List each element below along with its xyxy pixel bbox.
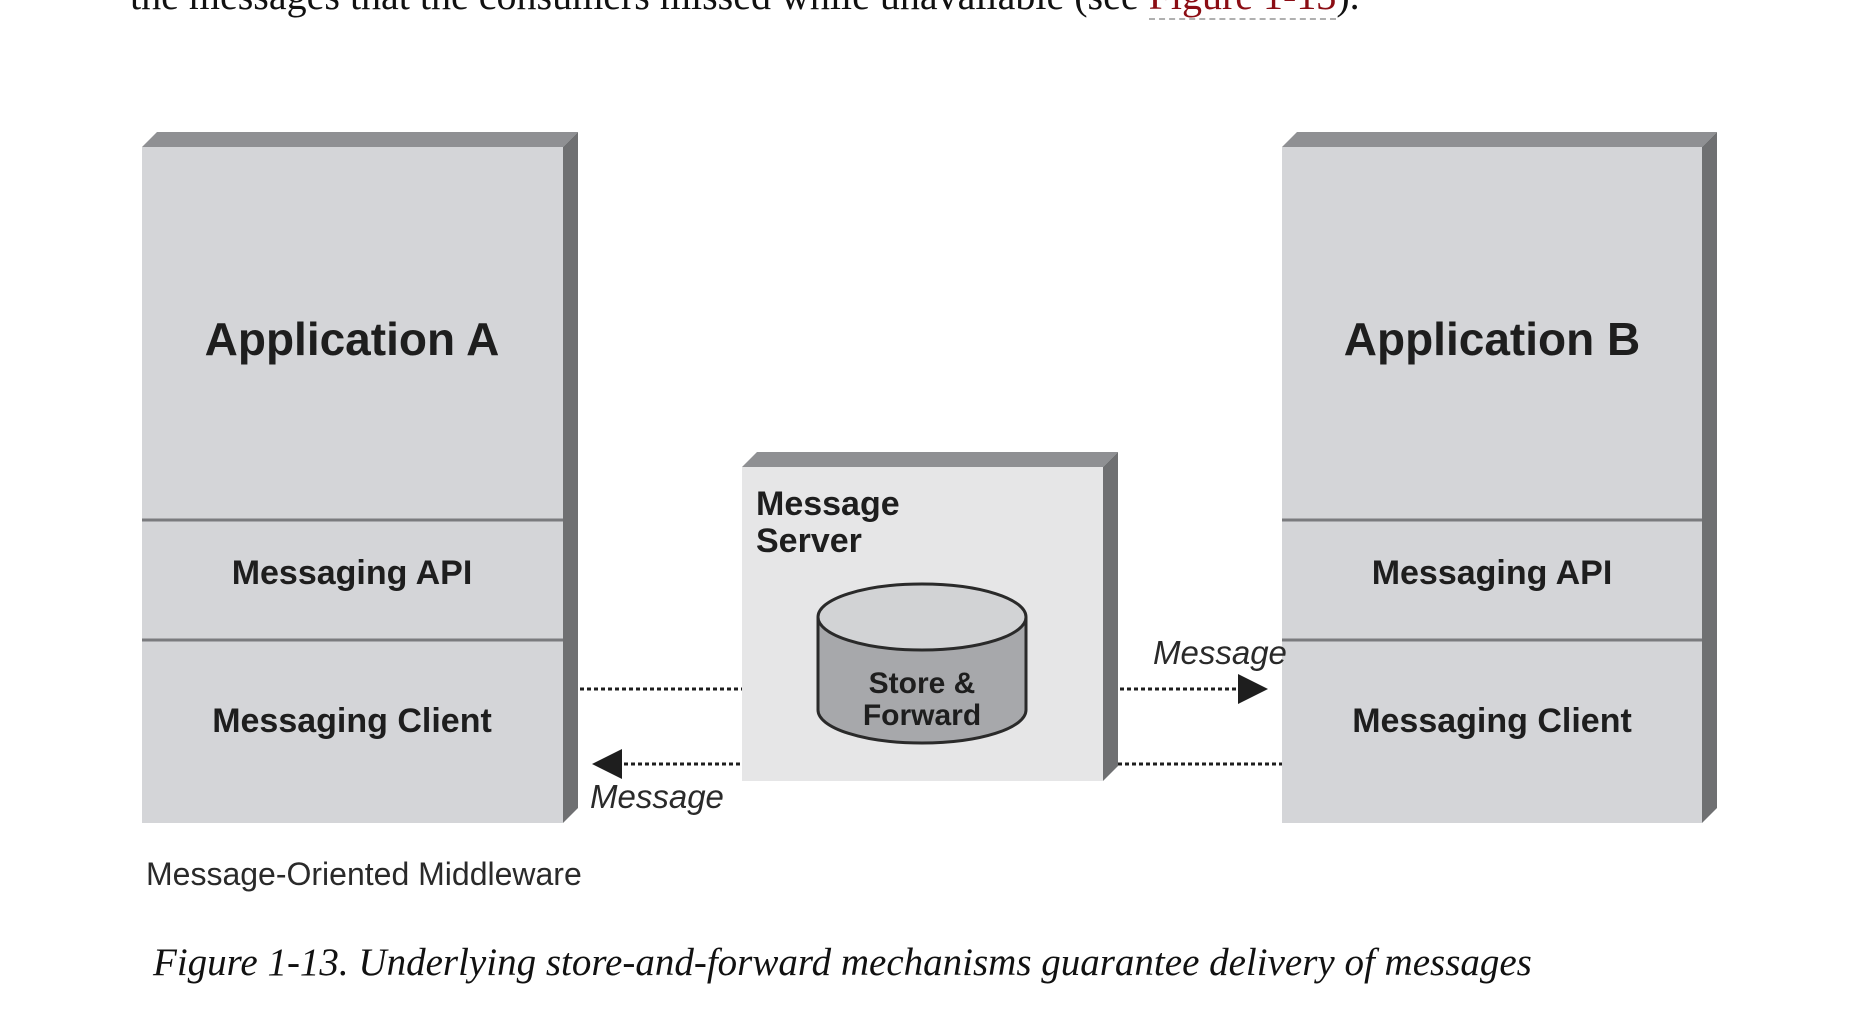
figure-link[interactable]: Figure 1-13	[1148, 0, 1337, 20]
application-a-box: Application A Messaging API Messaging Cl…	[142, 132, 578, 823]
application-a-top-face	[142, 132, 578, 147]
intro-text-after: ).	[1336, 0, 1359, 18]
cylinder-top	[816, 582, 1028, 652]
application-a-api-label: Messaging API	[232, 554, 473, 592]
application-b-front-face	[1282, 147, 1702, 823]
store-forward-cylinder: Store & Forward	[816, 582, 1028, 745]
application-b-side-face	[1702, 132, 1717, 823]
message-server-side-face	[1103, 452, 1118, 781]
message-server-title-line1: Message	[756, 485, 900, 523]
message-server-top-face	[742, 452, 1118, 467]
message-server-title-line2: Server	[756, 522, 862, 560]
intro-text-before: the messages that the consumers missed w…	[130, 0, 1149, 18]
message-label-right: Message	[1153, 634, 1287, 671]
application-b-top-face	[1282, 132, 1717, 147]
application-a-client-label: Messaging Client	[212, 702, 492, 740]
application-b-client-label: Messaging Client	[1352, 702, 1632, 740]
cylinder-body	[816, 617, 1028, 745]
application-a-title: Application A	[205, 313, 500, 365]
application-b-box: Application B Messaging API Messaging Cl…	[1282, 132, 1717, 823]
application-b-title: Application B	[1344, 313, 1640, 365]
store-forward-label-line2: Forward	[863, 699, 981, 732]
application-a-front-face	[142, 147, 563, 823]
store-forward-label-line1: Store &	[869, 667, 976, 700]
application-a-side-face	[563, 132, 578, 823]
message-server-box: Message Server Store & Forward	[742, 452, 1118, 781]
intro-text: the messages that the consumers missed w…	[130, 0, 1360, 20]
application-b-api-label: Messaging API	[1372, 554, 1613, 592]
figure-caption: Figure 1-13. Underlying store-and-forwar…	[153, 941, 1532, 984]
message-label-left: Message	[590, 778, 724, 815]
middleware-label: Message-Oriented Middleware	[146, 856, 582, 892]
